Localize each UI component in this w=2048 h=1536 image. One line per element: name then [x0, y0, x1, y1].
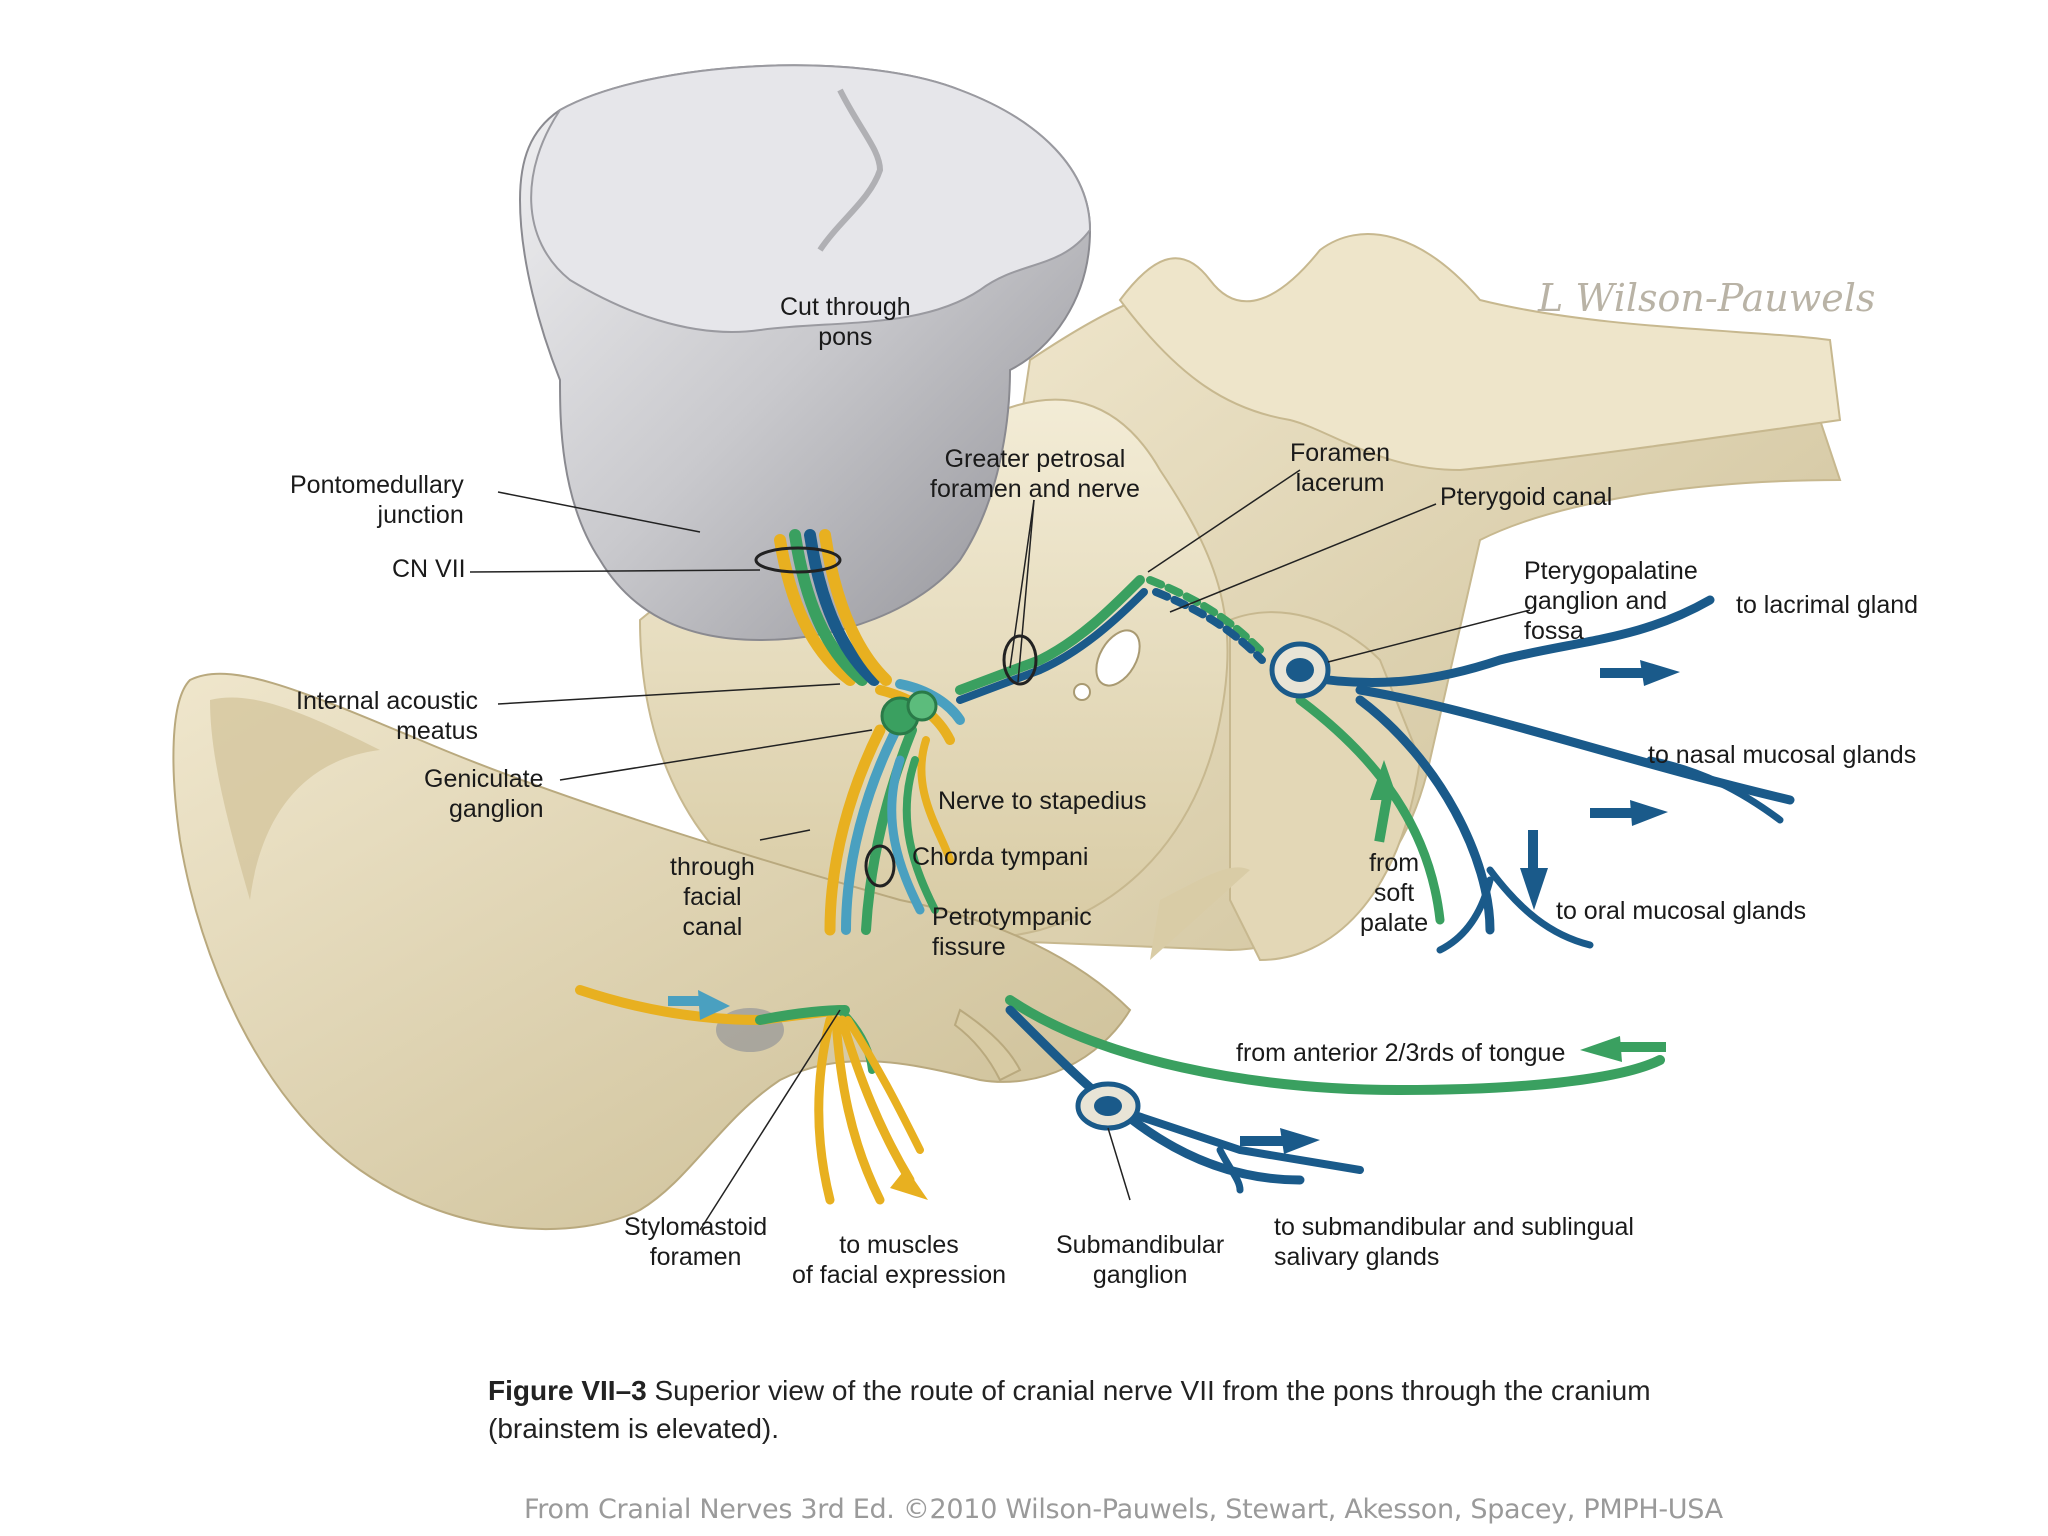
figure-label: Figure VII–3	[488, 1375, 647, 1406]
figure-caption: Figure VII–3 Superior view of the route …	[488, 1372, 1651, 1448]
petrous-ridge	[1150, 867, 1250, 960]
label-anterior-tongue: from anterior 2/3rds of tongue	[1236, 1039, 1566, 1067]
intrapetrous-course	[824, 575, 1266, 936]
leader-lines	[469, 469, 1531, 1231]
fourth-ventricle-notch	[817, 88, 884, 252]
caption-text: Superior view of the route of cranial ne…	[646, 1375, 1651, 1406]
arrow-to-submandibular	[1240, 1128, 1320, 1154]
cn7-ring	[754, 546, 842, 574]
arrow-from-soft-palate	[1370, 760, 1398, 843]
chorda-ring	[864, 844, 896, 888]
label-chorda-tympani: Chorda tympani	[912, 843, 1089, 871]
label-pterygoid-canal: Pterygoid canal	[1440, 483, 1613, 511]
temporal-bone-left	[172, 672, 1132, 1231]
source-credit: From Cranial Nerves 3rd Ed. ©2010 Wilson…	[524, 1494, 1723, 1525]
label-nasal-mucosal: to nasal mucosal glands	[1648, 741, 1917, 769]
label-to-lacrimal: to lacrimal gland	[1736, 591, 1919, 619]
label-nerve-to-stapedius: Nerve to stapedius	[938, 787, 1147, 815]
submandibular-ganglion-core	[1094, 1096, 1122, 1116]
arrow-auricular	[668, 990, 730, 1020]
label-oral-mucosal: to oral mucosal glands	[1556, 897, 1807, 925]
facial-motor-branches	[575, 985, 924, 1205]
styloid-process	[953, 1008, 1022, 1082]
artist-signature: L Wilson-Pauwels	[1538, 276, 1876, 320]
greater-petrosal-ring	[1002, 634, 1038, 686]
geniculate-ganglion-2	[906, 690, 938, 722]
temporal-bone-shadow	[210, 697, 380, 900]
foramen-spinosum	[1073, 683, 1091, 701]
label-cn7: CN VII	[392, 555, 466, 583]
direction-arrows-upper	[1520, 660, 1680, 910]
pterygopalatine-region-bone	[1229, 611, 1422, 962]
pons-cut-surface	[530, 64, 1092, 333]
pterygopalatine-branches	[1295, 595, 1795, 954]
sphenoid-wing-bone	[1118, 233, 1842, 472]
foramen-ovale	[1095, 629, 1141, 687]
arrow-facial-motor	[890, 1168, 928, 1200]
pterygopalatine-ganglion-core	[1286, 658, 1314, 682]
cn7-bundle	[774, 529, 892, 686]
caption-text-2: (brainstem is elevated).	[488, 1413, 780, 1444]
arrow-from-tongue	[1580, 1036, 1666, 1062]
